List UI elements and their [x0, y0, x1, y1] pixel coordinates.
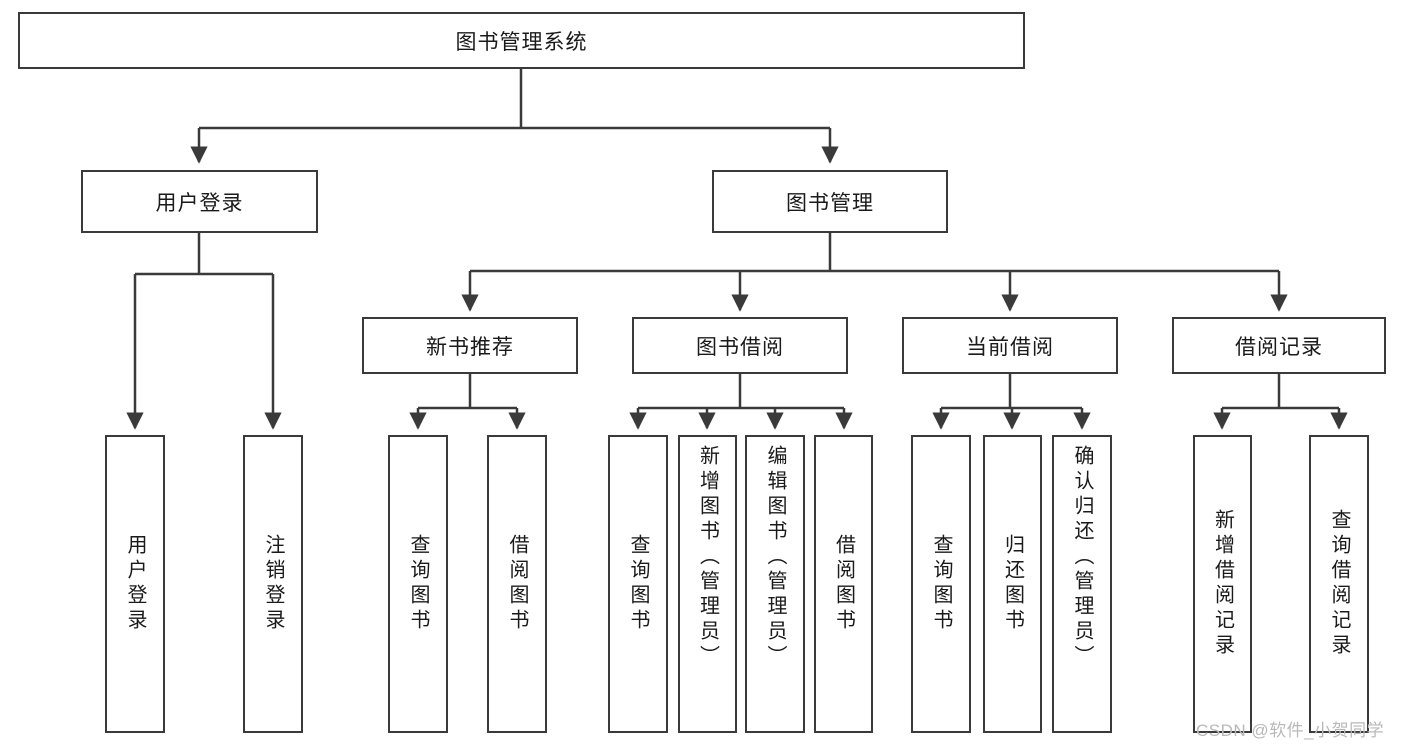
watermark: CSDN @软件_小贺同学 — [1196, 721, 1385, 740]
node-root[interactable]: 图书管理系统 — [18, 12, 1025, 69]
node-leaf-query-book-recommend-label: 查询图书 — [407, 534, 429, 634]
node-book-management-label: 图书管理 — [786, 191, 874, 215]
node-leaf-user-login[interactable]: 用户登录 — [105, 435, 165, 733]
node-leaf-query-book-borrow[interactable]: 查询图书 — [608, 435, 668, 733]
node-leaf-borrow-book-label: 借阅图书 — [832, 534, 855, 634]
node-leaf-query-book-borrow-label: 查询图书 — [627, 534, 649, 634]
node-leaf-borrow-book[interactable]: 借阅图书 — [814, 435, 873, 733]
node-leaf-query-book-current[interactable]: 查询图书 — [911, 435, 971, 733]
node-borrow-record[interactable]: 借阅记录 — [1172, 317, 1386, 374]
node-leaf-confirm-return-admin[interactable]: 确认归还（管理员） — [1052, 435, 1112, 733]
node-leaf-add-borrow-record[interactable]: 新增借阅记录 — [1193, 435, 1252, 733]
node-new-book-recommend[interactable]: 新书推荐 — [362, 317, 578, 374]
node-book-management[interactable]: 图书管理 — [712, 170, 948, 233]
node-book-borrow-label: 图书借阅 — [696, 335, 784, 359]
node-leaf-add-book-admin[interactable]: 新增图书（管理员） — [678, 435, 737, 733]
node-leaf-query-book-recommend[interactable]: 查询图书 — [388, 435, 448, 733]
node-leaf-user-logout[interactable]: 注销登录 — [243, 435, 303, 733]
node-leaf-user-logout-label: 注销登录 — [262, 534, 284, 634]
node-leaf-query-borrow-record[interactable]: 查询借阅记录 — [1309, 435, 1369, 733]
node-user-login-label: 用户登录 — [155, 191, 244, 215]
node-book-borrow[interactable]: 图书借阅 — [632, 317, 848, 374]
node-leaf-query-borrow-record-label: 查询借阅记录 — [1328, 509, 1350, 659]
node-leaf-borrow-book-recommend-label: 借阅图书 — [506, 534, 528, 634]
node-leaf-return-book-label: 归还图书 — [1001, 534, 1024, 634]
node-borrow-record-label: 借阅记录 — [1235, 335, 1323, 359]
node-leaf-query-book-current-label: 查询图书 — [930, 534, 952, 634]
node-leaf-borrow-book-recommend[interactable]: 借阅图书 — [487, 435, 547, 733]
node-leaf-return-book[interactable]: 归还图书 — [983, 435, 1042, 733]
node-leaf-confirm-return-admin-label: 确认归还（管理员） — [1071, 445, 1093, 670]
node-leaf-add-book-admin-label: 新增图书（管理员） — [696, 445, 719, 670]
node-leaf-edit-book-admin[interactable]: 编辑图书（管理员） — [745, 435, 805, 733]
node-leaf-user-login-label: 用户登录 — [124, 534, 146, 634]
node-current-borrow[interactable]: 当前借阅 — [902, 317, 1118, 374]
node-user-login[interactable]: 用户登录 — [81, 170, 318, 233]
node-leaf-edit-book-admin-label: 编辑图书（管理员） — [764, 445, 786, 670]
node-new-book-recommend-label: 新书推荐 — [426, 335, 514, 359]
node-root-label: 图书管理系统 — [455, 30, 588, 54]
node-leaf-add-borrow-record-label: 新增借阅记录 — [1211, 509, 1234, 659]
node-current-borrow-label: 当前借阅 — [966, 335, 1054, 359]
